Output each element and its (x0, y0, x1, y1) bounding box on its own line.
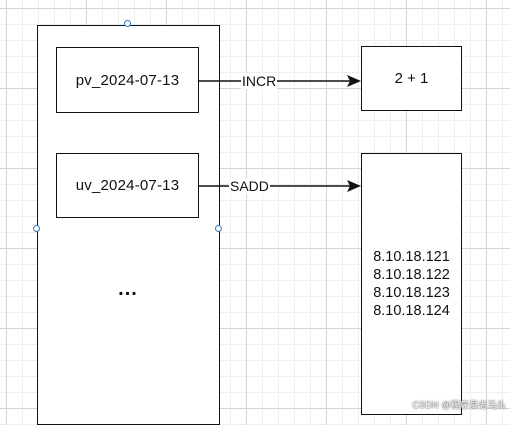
resize-handle-right[interactable] (215, 225, 222, 232)
pv-key-label: pv_2024-07-13 (75, 71, 180, 89)
csdn-watermark: CSDN @程序员老马头 (412, 400, 506, 410)
uv-key-box[interactable]: uv_2024-07-13 (56, 153, 199, 218)
ip-set-member: 8.10.18.122 (373, 267, 450, 283)
ip-set-member: 8.10.18.123 (373, 285, 450, 301)
uv-key-label: uv_2024-07-13 (75, 177, 180, 194)
more-keys-ellipsis: ... (118, 278, 138, 300)
incr-result-label: 2 + 1 (394, 70, 429, 87)
ip-set-box[interactable]: 8.10.18.121 8.10.18.122 8.10.18.123 8.10… (361, 153, 462, 415)
pv-key-box[interactable]: pv_2024-07-13 (56, 47, 199, 113)
incr-edge-label: INCR (241, 73, 278, 89)
sadd-arrow[interactable] (199, 180, 361, 192)
sadd-edge-label: SADD (229, 178, 270, 194)
incr-result-box[interactable]: 2 + 1 (361, 46, 462, 111)
ip-set-member: 8.10.18.121 (373, 249, 450, 265)
resize-handle-left[interactable] (33, 225, 40, 232)
ip-set-member: 8.10.18.124 (373, 303, 450, 319)
incr-arrow[interactable] (199, 75, 361, 87)
resize-handle-top[interactable] (124, 20, 131, 27)
